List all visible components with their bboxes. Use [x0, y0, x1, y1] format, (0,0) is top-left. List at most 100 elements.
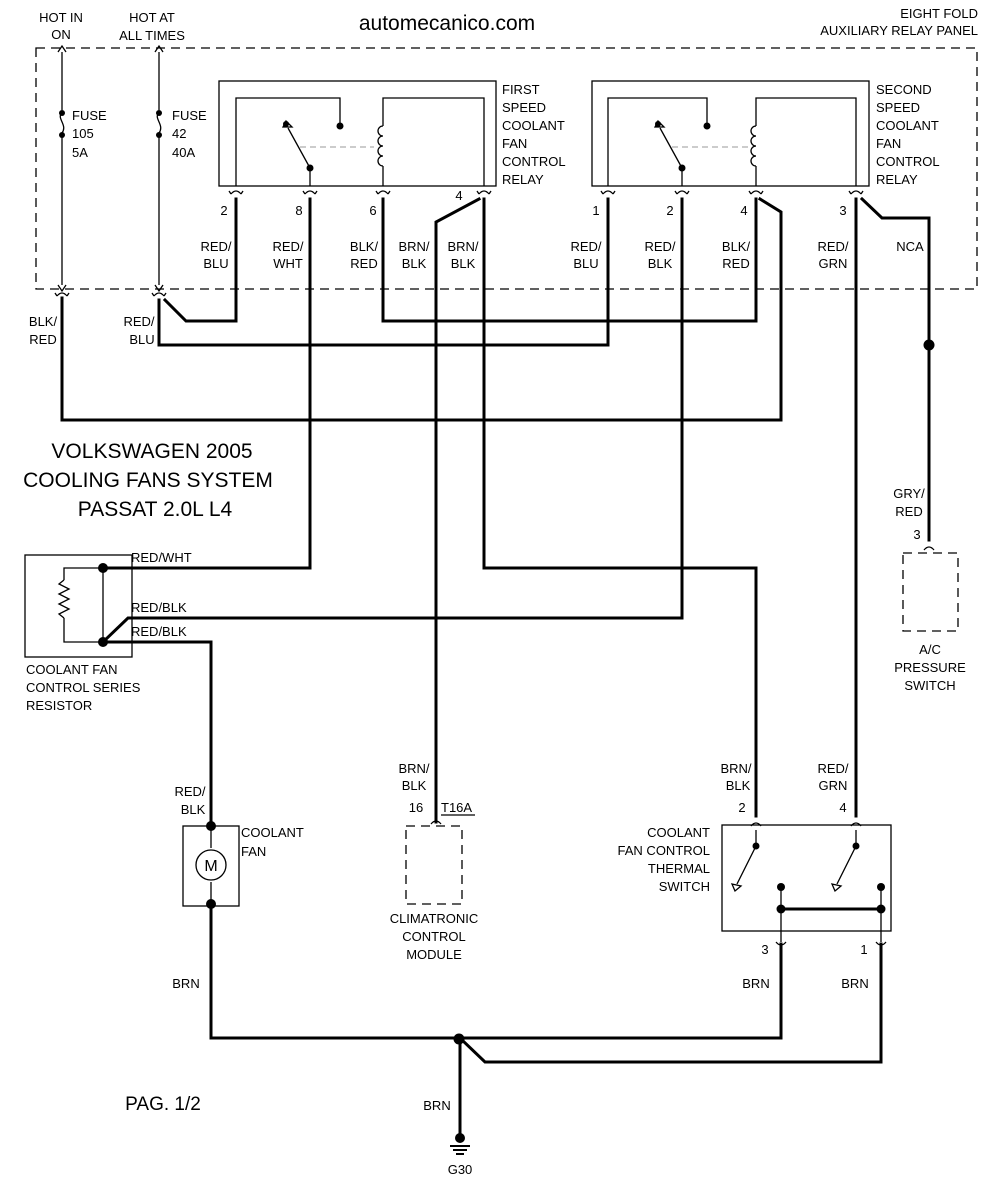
wire-label-thermal-4-b: GRN — [819, 778, 848, 793]
ac-switch-label-3: SWITCH — [904, 678, 955, 693]
relay1-pin-2: 2 — [220, 203, 227, 218]
wiring — [60, 196, 931, 1138]
wire-label-red-blk-2: RED/BLK — [131, 624, 187, 639]
wire-label-relay2-3-a: RED/ — [817, 239, 848, 254]
fuse-105-label-1: FUSE — [72, 108, 107, 123]
wire-label-relay1-6-a: BLK/ — [350, 239, 379, 254]
relay1-label-1: FIRST — [502, 82, 540, 97]
thermal-pin-3: 3 — [761, 942, 768, 957]
thermal-label-2: FAN CONTROL — [618, 843, 710, 858]
page-number: PAG. 1/2 — [125, 1094, 201, 1115]
fuse-105-label-3: 5A — [72, 145, 88, 160]
relay2-label-1: SECOND — [876, 82, 932, 97]
thermal-label-1: COOLANT — [647, 825, 710, 840]
wire-label-fuse105-a: BLK/ — [29, 314, 58, 329]
hot-in-on-label-2: ON — [51, 27, 71, 42]
fuse-42-label-2: 42 — [172, 126, 186, 141]
wire-label-thermal-4-a: RED/ — [817, 761, 848, 776]
wire-label-climatronic-b: BLK — [402, 778, 427, 793]
wire-label-red-blk-1: RED/BLK — [131, 600, 187, 615]
ac-switch-label-2: PRESSURE — [894, 660, 966, 675]
ground-label-g30: G30 — [448, 1162, 473, 1177]
ac-switch-label-1: A/C — [919, 642, 941, 657]
relay2-pin-1: 1 — [592, 203, 599, 218]
coolant-fan-label-1: COOLANT — [241, 825, 304, 840]
relay-panel-outline — [35, 47, 978, 290]
motor-symbol: M — [204, 858, 217, 875]
climatronic-label-3: MODULE — [406, 947, 462, 962]
diagram-title-3: PASSAT 2.0L L4 — [78, 498, 233, 521]
fuse-105 — [57, 44, 67, 293]
wire-label-thermal-2-a: BRN/ — [720, 761, 751, 776]
coolant-fan-motor: M — [182, 821, 240, 909]
hot-at-all-times-label-1: HOT AT — [129, 10, 175, 25]
wire-label-gry-red-b: RED — [895, 504, 922, 519]
coolant-fan-control-thermal-switch — [721, 822, 892, 946]
relay2-label-6: RELAY — [876, 172, 918, 187]
thermal-pin-4: 4 — [839, 800, 846, 815]
climatronic-control-module — [405, 814, 475, 905]
relay2-label-2: SPEED — [876, 100, 920, 115]
wire-label-relay1-4b-b: BLK — [451, 256, 476, 271]
climatronic-label-1: CLIMATRONIC — [390, 911, 479, 926]
wire-label-relay2-1-a: RED/ — [570, 239, 601, 254]
thermal-pin-1: 1 — [860, 942, 867, 957]
relay2-label-4: FAN — [876, 136, 901, 151]
relay-panel-label-2: AUXILIARY RELAY PANEL — [820, 23, 978, 38]
relay1-pin-4: 4 — [455, 188, 462, 203]
ground-splice — [453, 1033, 465, 1045]
wire-label-fan-a: RED/ — [174, 784, 205, 799]
wire-label-relay1-8-a: RED/ — [272, 239, 303, 254]
thermal-label-4: SWITCH — [659, 879, 710, 894]
wire-label-relay2-1-b: BLU — [573, 256, 598, 271]
relay1-label-2: SPEED — [502, 100, 546, 115]
fuse-42-label-3: 40A — [172, 145, 195, 160]
relay1-label-6: RELAY — [502, 172, 544, 187]
wire-label-relay2-4-b: RED — [722, 256, 749, 271]
first-speed-relay — [218, 80, 497, 187]
wire-label-relay1-2-b: BLU — [203, 256, 228, 271]
climatronic-connector: T16A — [441, 800, 472, 815]
wire-label-ground: BRN — [423, 1098, 450, 1113]
wire-label-fuse105-b: RED — [29, 332, 56, 347]
wire-label-thermal-2-b: BLK — [726, 778, 751, 793]
thermal-label-3: THERMAL — [648, 861, 710, 876]
wire-label-relay1-4a-a: BRN/ — [398, 239, 429, 254]
wire-label-gry-red-a: GRY/ — [893, 486, 925, 501]
thermal-pin-2: 2 — [738, 800, 745, 815]
climatronic-label-2: CONTROL — [402, 929, 466, 944]
hot-at-all-times-label-2: ALL TIMES — [119, 28, 185, 43]
wire-label-relay2-2-a: RED/ — [644, 239, 675, 254]
wire-label-fan-ground: BRN — [172, 976, 199, 991]
resistor-label-3: RESISTOR — [26, 698, 92, 713]
wire-label-relay1-2-a: RED/ — [200, 239, 231, 254]
site-watermark: automecanico.com — [359, 12, 535, 35]
resistor-label-1: COOLANT FAN — [26, 662, 118, 677]
coolant-fan-label-2: FAN — [241, 844, 266, 859]
relay1-label-4: FAN — [502, 136, 527, 151]
coolant-fan-control-series-resistor — [24, 554, 133, 658]
wire-label-fuse42-a: RED/ — [123, 314, 154, 329]
relay1-label-3: COOLANT — [502, 118, 565, 133]
relay2-pin-2: 2 — [666, 203, 673, 218]
nca-label: NCA — [896, 239, 924, 254]
ac-switch-pin-3: 3 — [913, 527, 920, 542]
diagram-title-1: VOLKSWAGEN 2005 — [51, 440, 252, 463]
wire-label-relay1-4b-a: BRN/ — [447, 239, 478, 254]
relay2-pin-3: 3 — [839, 203, 846, 218]
nca-splice — [923, 339, 935, 351]
fuse-42 — [154, 44, 164, 293]
wire-label-fuse42-b: BLU — [129, 332, 154, 347]
wire-label-climatronic-a: BRN/ — [398, 761, 429, 776]
wire-label-relay2-3-b: GRN — [819, 256, 848, 271]
wire-label-relay2-2-b: BLK — [648, 256, 673, 271]
wire-label-relay2-4-a: BLK/ — [722, 239, 751, 254]
wire-label-fan-b: BLK — [181, 802, 206, 817]
wire-label-thermal-3: BRN — [742, 976, 769, 991]
diagram-title-2: COOLING FANS SYSTEM — [23, 469, 273, 492]
resistor-label-2: CONTROL SERIES — [26, 680, 141, 695]
relay2-label-5: CONTROL — [876, 154, 940, 169]
relay1-label-5: CONTROL — [502, 154, 566, 169]
fuse-42-label-1: FUSE — [172, 108, 207, 123]
